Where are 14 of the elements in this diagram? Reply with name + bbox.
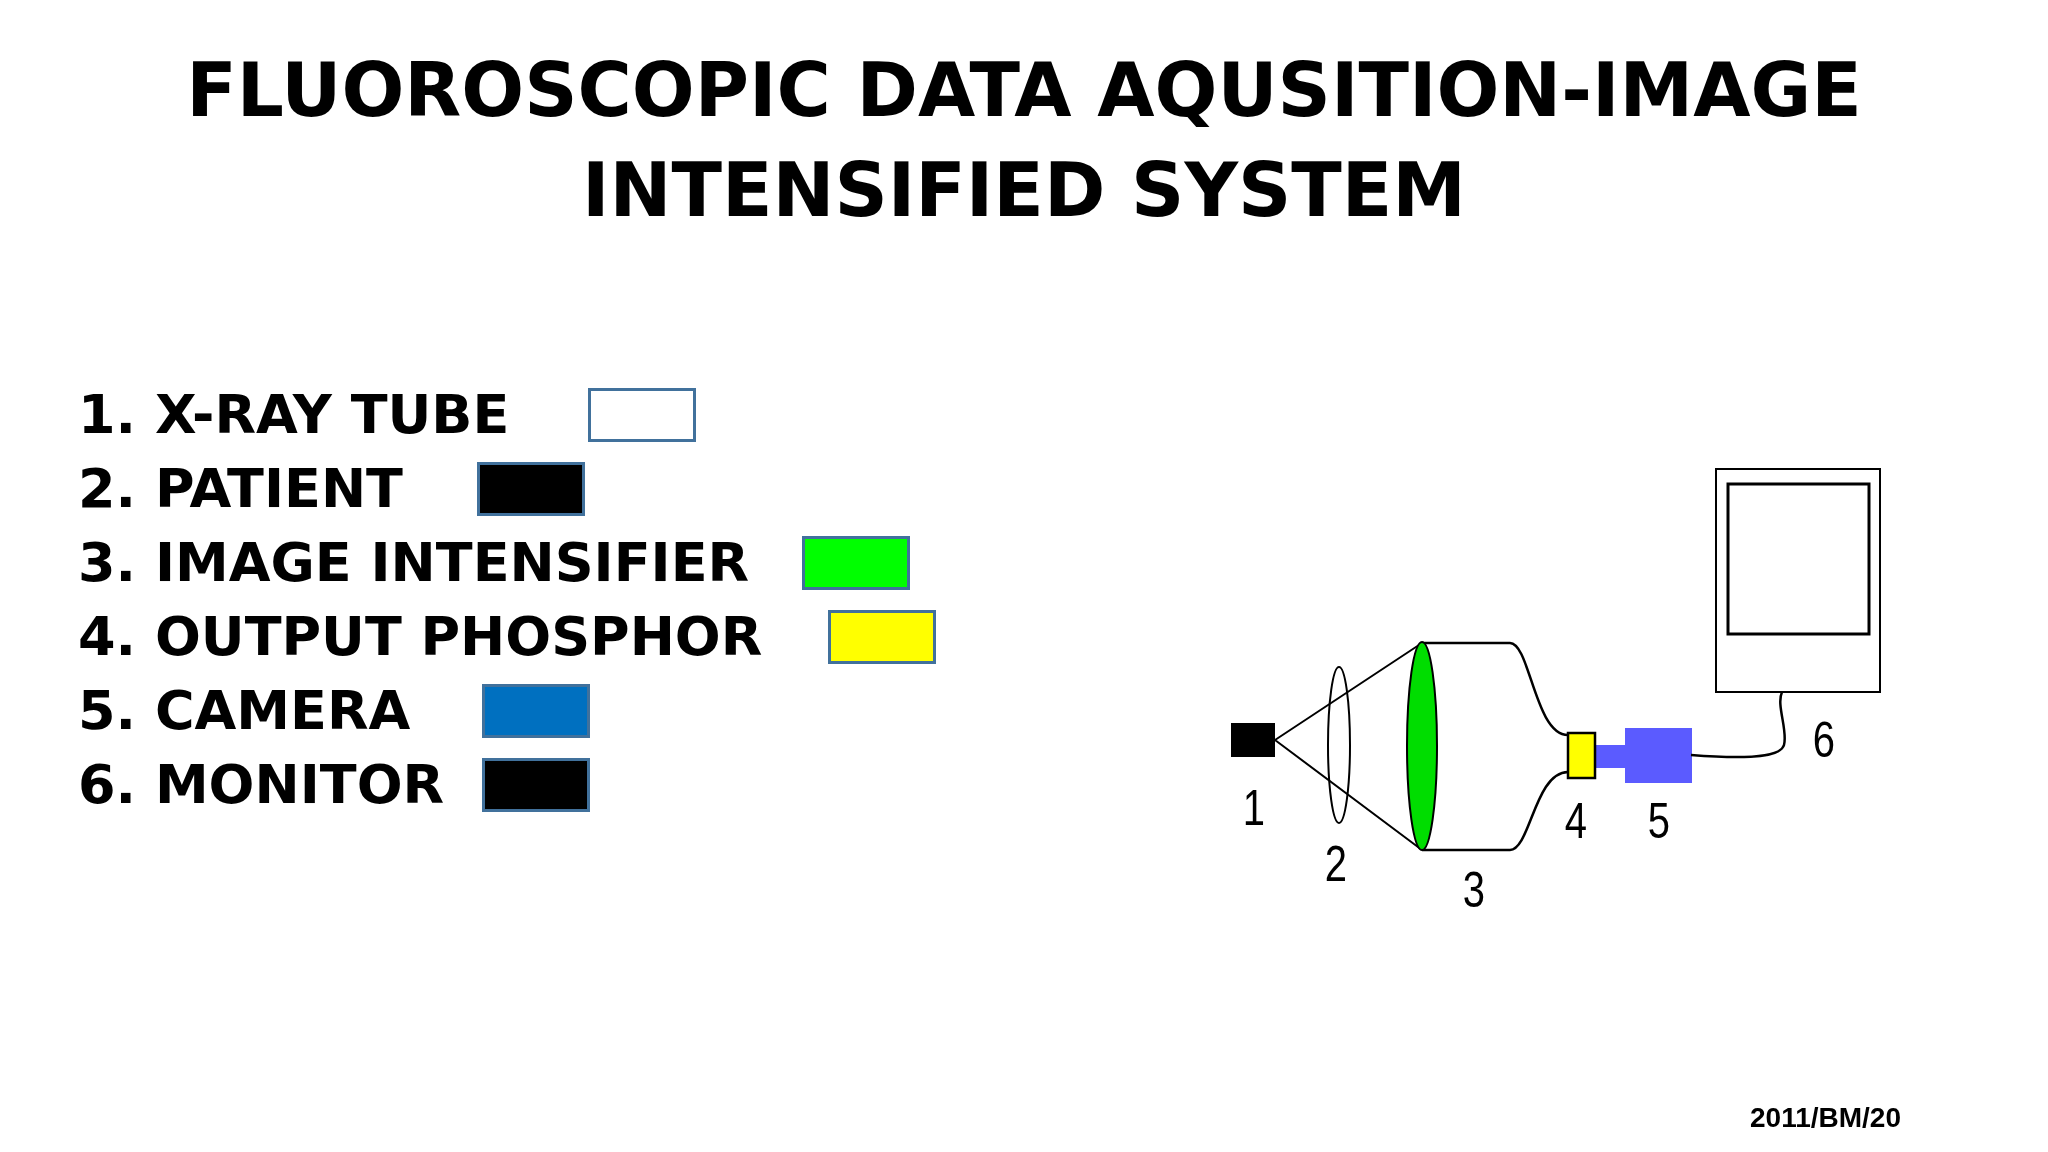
slide-code: 2011/BM/20 xyxy=(1750,1102,1901,1134)
callout-number: 1 xyxy=(1242,780,1266,836)
legend-label: 5. CAMERA xyxy=(78,679,411,743)
legend-label: 2. PATIENT xyxy=(78,457,403,521)
legend-label: 1. X-RAY TUBE xyxy=(78,383,510,447)
legend-label: 6. MONITOR xyxy=(78,753,445,817)
legend-label: 4. OUTPUT PHOSPHOR xyxy=(78,605,763,669)
title: FLUOROSCOPIC DATA AQUSITION-IMAGE INTENSIFIED SYSTEM xyxy=(185,46,1863,235)
callout-number: 2 xyxy=(1324,836,1348,892)
callout-number: 6 xyxy=(1812,712,1836,768)
legend-label: 3. IMAGE INTENSIFIER xyxy=(78,531,750,595)
callout-number: 3 xyxy=(1462,862,1486,918)
callout-number: 5 xyxy=(1647,793,1671,849)
callout-number: 4 xyxy=(1564,793,1588,849)
